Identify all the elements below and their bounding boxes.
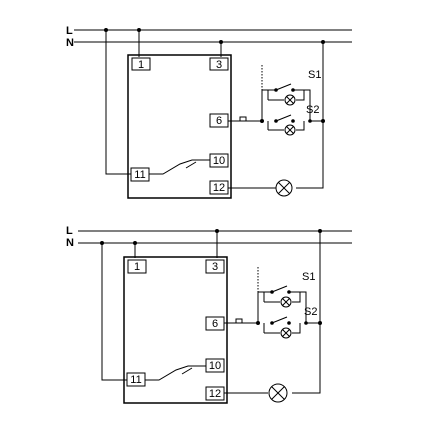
terminal-1: 1 [127, 259, 147, 274]
terminal-12: 12 [209, 180, 229, 195]
terminal-12: 12 [205, 386, 225, 401]
svg-text:S2: S2 [304, 306, 317, 318]
relay-module [123, 256, 228, 404]
switch-s1: S1 [262, 69, 323, 122]
terminal-10: 10 [205, 358, 225, 373]
switch-s2: S2 [263, 306, 322, 339]
svg-text:11: 11 [134, 169, 145, 181]
terminal-3: 3 [209, 57, 229, 71]
svg-text:3: 3 [216, 59, 222, 71]
neutral-to-lamp [296, 42, 324, 189]
relay-module [127, 54, 232, 199]
svg-text:S1: S1 [302, 271, 315, 283]
relay-contact [149, 159, 210, 175]
lamp-load [268, 383, 288, 403]
lamp-load [275, 179, 293, 197]
svg-text:1: 1 [134, 261, 140, 273]
svg-text:11: 11 [130, 374, 141, 386]
line-to-lamp [292, 231, 321, 394]
svg-text:6: 6 [212, 318, 218, 330]
svg-text:12: 12 [209, 388, 221, 400]
svg-text:10: 10 [213, 155, 225, 167]
svg-text:S1: S1 [308, 69, 321, 81]
svg-text:S2: S2 [306, 104, 319, 116]
svg-text:10: 10 [209, 360, 221, 372]
svg-text:1: 1 [138, 59, 144, 71]
terminal-3: 3 [205, 259, 225, 274]
wiring-diagram-top: L N 1 3 6 10 [66, 25, 352, 199]
line-to-terminal-11 [105, 30, 131, 175]
svg-text:6: 6 [216, 115, 222, 127]
terminal-6: 6 [209, 113, 229, 128]
neutral-to-terminal-11 [101, 243, 127, 381]
terminal-10: 10 [209, 153, 229, 168]
pulse-symbol [232, 318, 246, 324]
svg-text:12: 12 [213, 182, 225, 194]
line-label: L [66, 225, 73, 237]
neutral-label: N [66, 237, 74, 249]
switch-s2: S2 [267, 104, 325, 136]
neutral-label: N [66, 37, 74, 49]
relay-contact [145, 365, 206, 381]
switch-s1: S1 [258, 271, 320, 324]
terminal-11: 11 [130, 167, 150, 182]
terminal-1: 1 [131, 57, 151, 71]
terminal-6: 6 [205, 316, 225, 331]
terminal-11: 11 [126, 372, 146, 387]
svg-text:3: 3 [212, 261, 218, 273]
line-label: L [66, 25, 73, 37]
wiring-diagram-bottom: L N 1 3 6 10 11 [66, 225, 352, 404]
pulse-symbol [236, 116, 250, 122]
